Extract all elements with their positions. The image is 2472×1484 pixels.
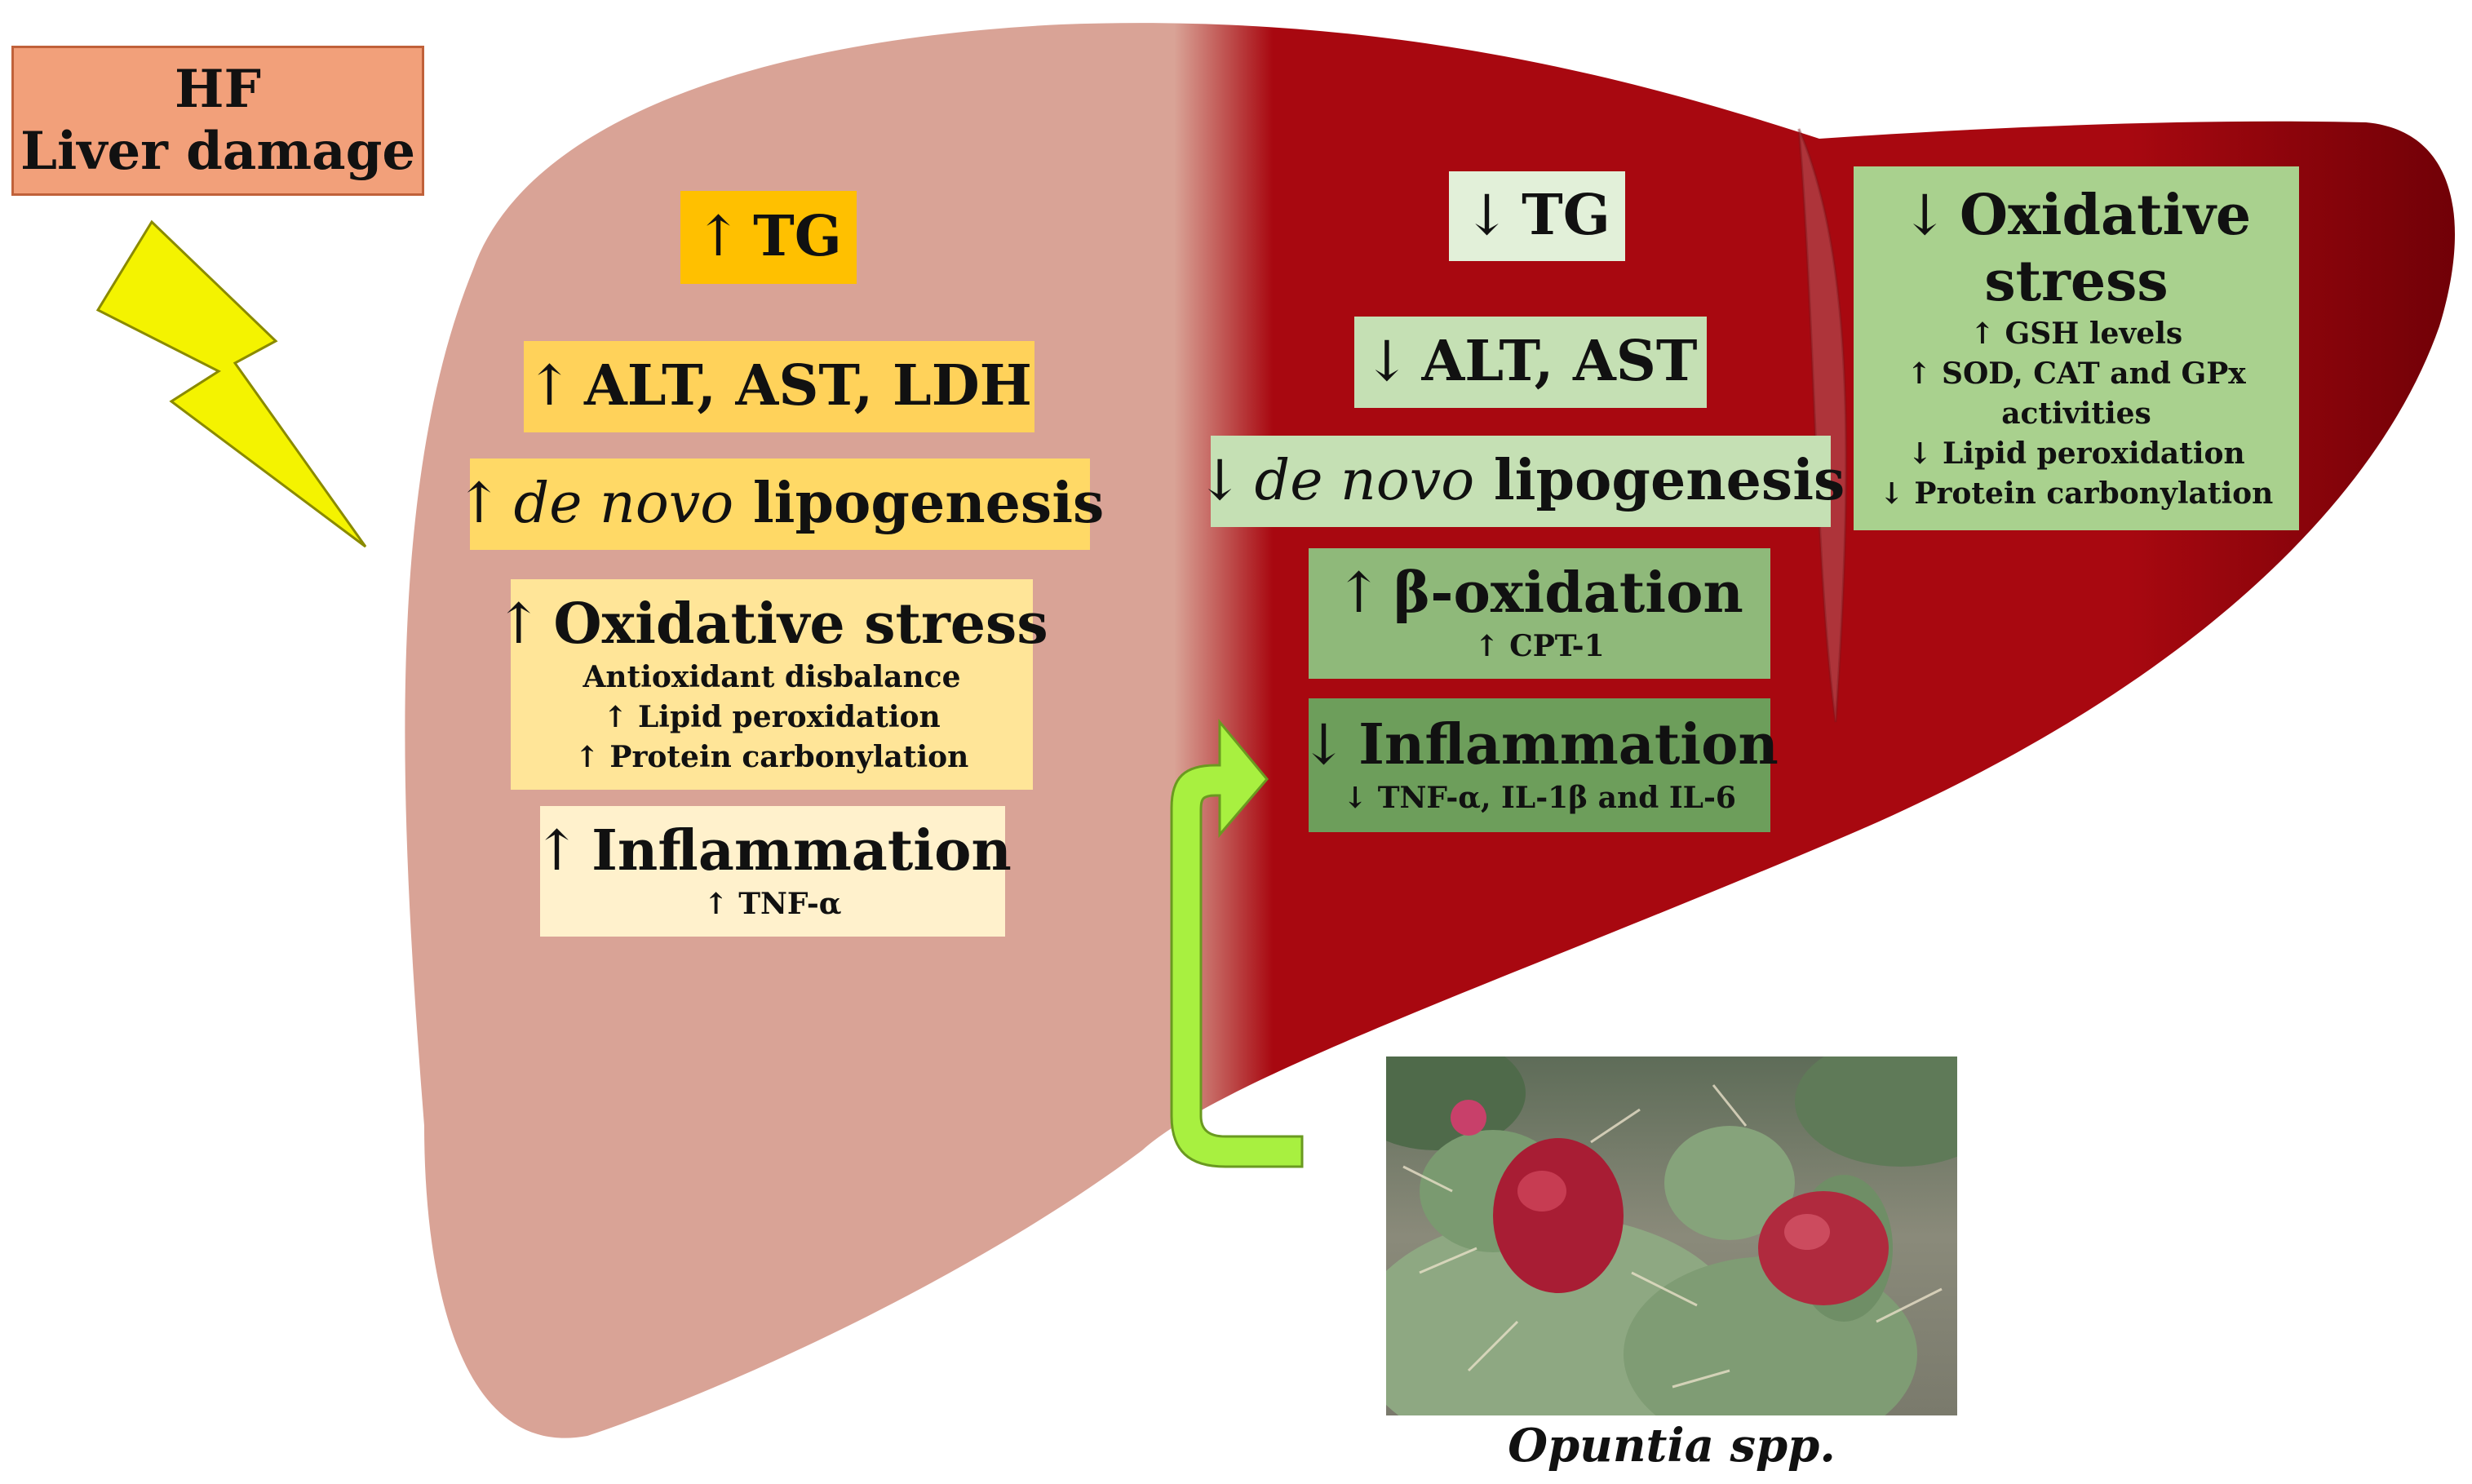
enzymes-label: ALT, AST, LDH (584, 353, 1032, 419)
lightning-bolt-icon (95, 219, 367, 548)
lipogenesis-label: lipogenesis (1493, 448, 1845, 514)
detail-line: ↑ Lipid peroxidation (603, 700, 941, 735)
up-arrow-icon: ↑ (1336, 560, 1383, 626)
detail-line: ↑ CPT-1 (1474, 629, 1605, 664)
de-novo-label: de novo (1254, 449, 1475, 514)
inflammation-label: Inflammation (1358, 711, 1779, 777)
detail-line: ↑ SOD, CAT and GPx (1907, 357, 2246, 392)
opuntia-photo (1386, 1057, 1957, 1415)
right-lipogenesis-box: ↓de novo lipogenesis (1197, 436, 1845, 527)
up-arrow-icon: ↑ (495, 591, 543, 657)
detail-line: ↓ Protein carbonylation (1879, 476, 2274, 512)
up-arrow-icon: ↑ (526, 354, 574, 419)
down-arrow-icon: ↓ (1196, 449, 1243, 514)
curved-arrow-icon (1170, 718, 1304, 1168)
right-inflammation-box: ↓Inflammation ↓ TNF-α, IL-1β and IL-6 (1300, 698, 1779, 832)
enzymes-label: ALT, AST (1421, 329, 1698, 395)
oxidative-stress-label: Oxidative stress (553, 591, 1048, 657)
photo-caption: Opuntia spp. (1508, 1419, 1836, 1473)
liver-lobe-fissure (1797, 128, 1848, 723)
tg-label: TG (1522, 183, 1610, 249)
lipogenesis-label: lipogenesis (752, 471, 1105, 537)
oxidative-label: Oxidative (1959, 182, 2252, 248)
left-tg-box: ↑TG (680, 191, 857, 284)
down-arrow-icon: ↓ (1300, 712, 1348, 777)
down-arrow-icon: ↓ (1464, 184, 1511, 249)
inflammation-label: Inflammation (591, 817, 1012, 884)
hf-liver-damage-box: HF Liver damage (11, 46, 424, 196)
hf-label: HF (175, 59, 261, 121)
left-oxidative-stress-box: ↑Oxidative stress Antioxidant disbalance… (495, 579, 1048, 790)
stress-label: stress (1984, 249, 2169, 315)
right-enzymes-box: ↓ALT, AST (1354, 317, 1707, 408)
down-arrow-icon: ↓ (1363, 330, 1411, 395)
left-enzymes-box: ↑ALT, AST, LDH (524, 341, 1034, 432)
down-arrow-icon: ↓ (1901, 183, 1948, 248)
right-tg-box: ↓TG (1449, 171, 1625, 261)
detail-line: ↑ Protein carbonylation (574, 740, 969, 775)
up-arrow-icon: ↑ (455, 472, 503, 537)
detail-line: ↑ GSH levels (1969, 317, 2183, 352)
detail-line: ↑ TNF-α (703, 887, 842, 922)
tg-label: TG (753, 204, 842, 270)
left-lipogenesis-box: ↑de novo lipogenesis (456, 458, 1104, 550)
right-beta-oxidation-box: ↑β-oxidation ↑ CPT-1 (1309, 548, 1770, 679)
beta-oxidation-label: β-oxidation (1393, 560, 1743, 626)
liver-damage-label: Liver damage (20, 121, 416, 182)
left-inflammation-box: ↑Inflammation ↑ TNF-α (534, 806, 1012, 937)
detail-line: ↓ Lipid peroxidation (1907, 436, 2245, 472)
right-oxidative-stress-box: ↓Oxidative stress ↑ GSH levels ↑ SOD, CA… (1854, 166, 2299, 530)
detail-line: Antioxidant disbalance (583, 660, 961, 695)
detail-line: activities (2001, 396, 2151, 432)
detail-line: ↓ TNF-α, IL-1β and IL-6 (1343, 781, 1736, 816)
up-arrow-icon: ↑ (695, 205, 742, 270)
up-arrow-icon: ↑ (534, 818, 581, 884)
de-novo-label: de novo (513, 472, 734, 537)
